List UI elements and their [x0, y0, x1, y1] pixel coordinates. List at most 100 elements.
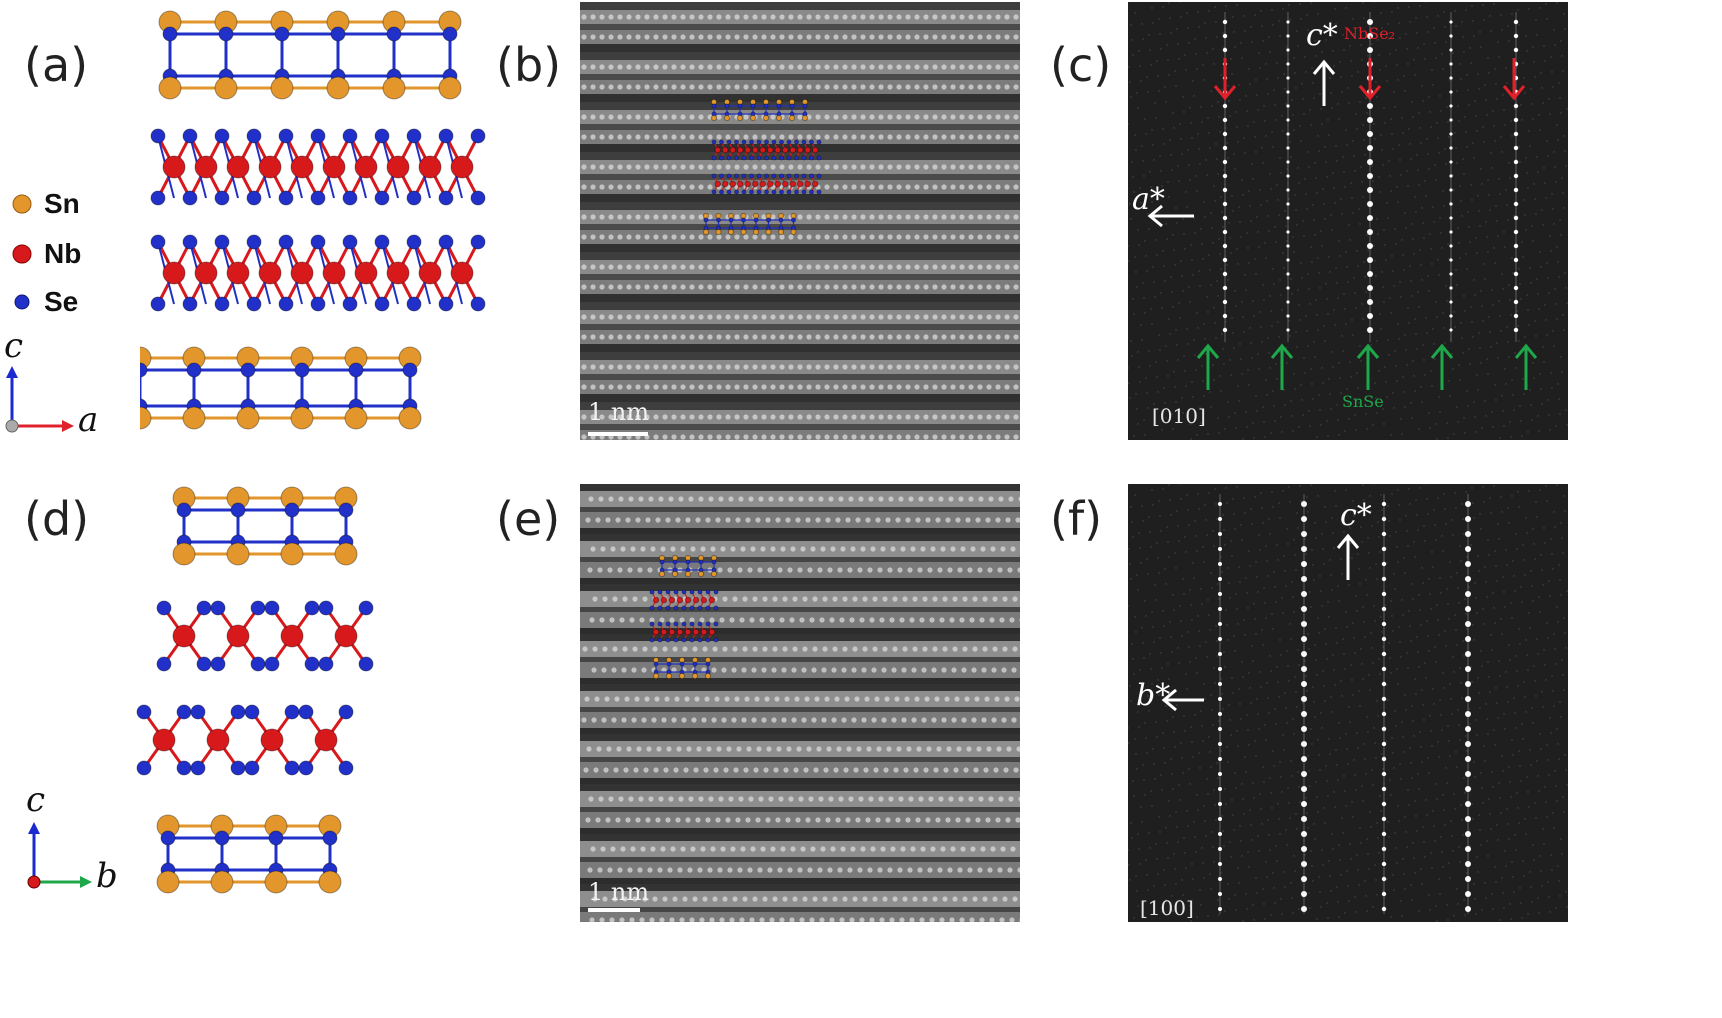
- atomic-column: [770, 384, 776, 390]
- noise: [1463, 533, 1465, 535]
- noise: [1152, 144, 1154, 146]
- noise: [1368, 868, 1370, 870]
- layer-band: [580, 294, 1020, 302]
- noise: [1473, 639, 1475, 641]
- diffraction-spot: [1222, 327, 1228, 333]
- noise: [1564, 28, 1566, 30]
- atomic-column: [878, 314, 884, 320]
- noise: [1131, 161, 1133, 163]
- atomic-column: [1004, 314, 1010, 320]
- noise: [1336, 404, 1338, 406]
- noise: [1223, 363, 1225, 365]
- noise: [1352, 334, 1354, 336]
- atomic-column: [633, 767, 639, 773]
- atomic-column: [923, 284, 929, 290]
- noise: [1413, 857, 1415, 859]
- noise: [1438, 274, 1440, 276]
- atomic-column: [850, 546, 856, 552]
- noise: [1384, 366, 1386, 368]
- structure-a: [140, 10, 486, 430]
- noise: [1372, 180, 1374, 182]
- noise: [1185, 385, 1187, 387]
- noise: [1421, 401, 1423, 403]
- diffraction-spot: [1449, 202, 1453, 206]
- se-atom: [136, 760, 152, 776]
- noise: [1168, 318, 1170, 320]
- atomic-column: [914, 414, 920, 420]
- noise: [1548, 414, 1550, 416]
- atomic-column: [797, 867, 803, 873]
- atomic-column: [604, 696, 610, 702]
- atomic-column: [905, 114, 911, 120]
- noise: [1164, 402, 1166, 404]
- atomic-column: [733, 767, 739, 773]
- noise: [1411, 417, 1413, 419]
- noise: [1542, 584, 1544, 586]
- noise: [1238, 84, 1240, 86]
- noise: [1359, 29, 1361, 31]
- atomic-column: [828, 496, 834, 502]
- atomic-column: [707, 214, 713, 220]
- noise: [1457, 105, 1459, 107]
- noise: [1406, 48, 1408, 50]
- se-atom: [150, 296, 166, 312]
- se-atom: [689, 621, 695, 627]
- noise: [1275, 363, 1277, 365]
- atomic-column: [1013, 234, 1019, 240]
- noise: [1346, 388, 1348, 390]
- noise: [1286, 240, 1288, 242]
- noise: [1269, 367, 1271, 369]
- atomic-column: [770, 434, 776, 440]
- atomic-column: [797, 214, 803, 220]
- atomic-column: [635, 164, 641, 170]
- noise: [1137, 589, 1139, 591]
- nb-atom: [226, 624, 250, 648]
- noise: [1260, 326, 1262, 328]
- nb-atom: [714, 180, 722, 188]
- atomic-column: [606, 746, 612, 752]
- noise: [1426, 138, 1428, 140]
- fft-f-pattern: [1128, 484, 1568, 922]
- se-atom: [809, 155, 814, 161]
- noise: [1488, 72, 1490, 74]
- noise: [1166, 44, 1168, 46]
- atomic-column: [941, 414, 947, 420]
- noise: [1220, 872, 1222, 874]
- noise: [1511, 617, 1513, 619]
- noise: [1406, 364, 1408, 366]
- se-atom: [182, 296, 198, 312]
- se-atom: [756, 155, 762, 161]
- noise: [1476, 130, 1478, 132]
- noise: [1251, 41, 1253, 43]
- atomic-column: [725, 84, 731, 90]
- noise: [1448, 740, 1450, 742]
- noise: [1416, 154, 1418, 156]
- atomic-column: [968, 284, 974, 290]
- noise: [1478, 692, 1480, 694]
- noise: [1318, 632, 1320, 634]
- atomic-column: [995, 314, 1001, 320]
- noise: [1442, 68, 1444, 70]
- noise: [1396, 862, 1398, 864]
- atomic-column: [887, 284, 893, 290]
- layer-band: [580, 534, 1020, 541]
- nb-atom: [676, 628, 684, 636]
- sn-atom: [226, 542, 250, 566]
- noise: [1447, 919, 1449, 921]
- noise: [1418, 788, 1420, 790]
- atomic-column: [761, 334, 767, 340]
- atomic-column: [610, 846, 616, 852]
- noise: [1382, 646, 1384, 648]
- atomic-column: [815, 364, 821, 370]
- atomic-column: [752, 284, 758, 290]
- noise: [1542, 224, 1544, 226]
- noise: [1519, 161, 1521, 163]
- atomic-column: [598, 496, 604, 502]
- atomic-column: [957, 567, 963, 573]
- atomic-column: [691, 717, 697, 723]
- nb-atom: [386, 261, 410, 285]
- atomic-column: [689, 34, 695, 40]
- noise: [1174, 386, 1176, 388]
- atomic-column: [878, 796, 884, 802]
- noise: [1534, 558, 1536, 560]
